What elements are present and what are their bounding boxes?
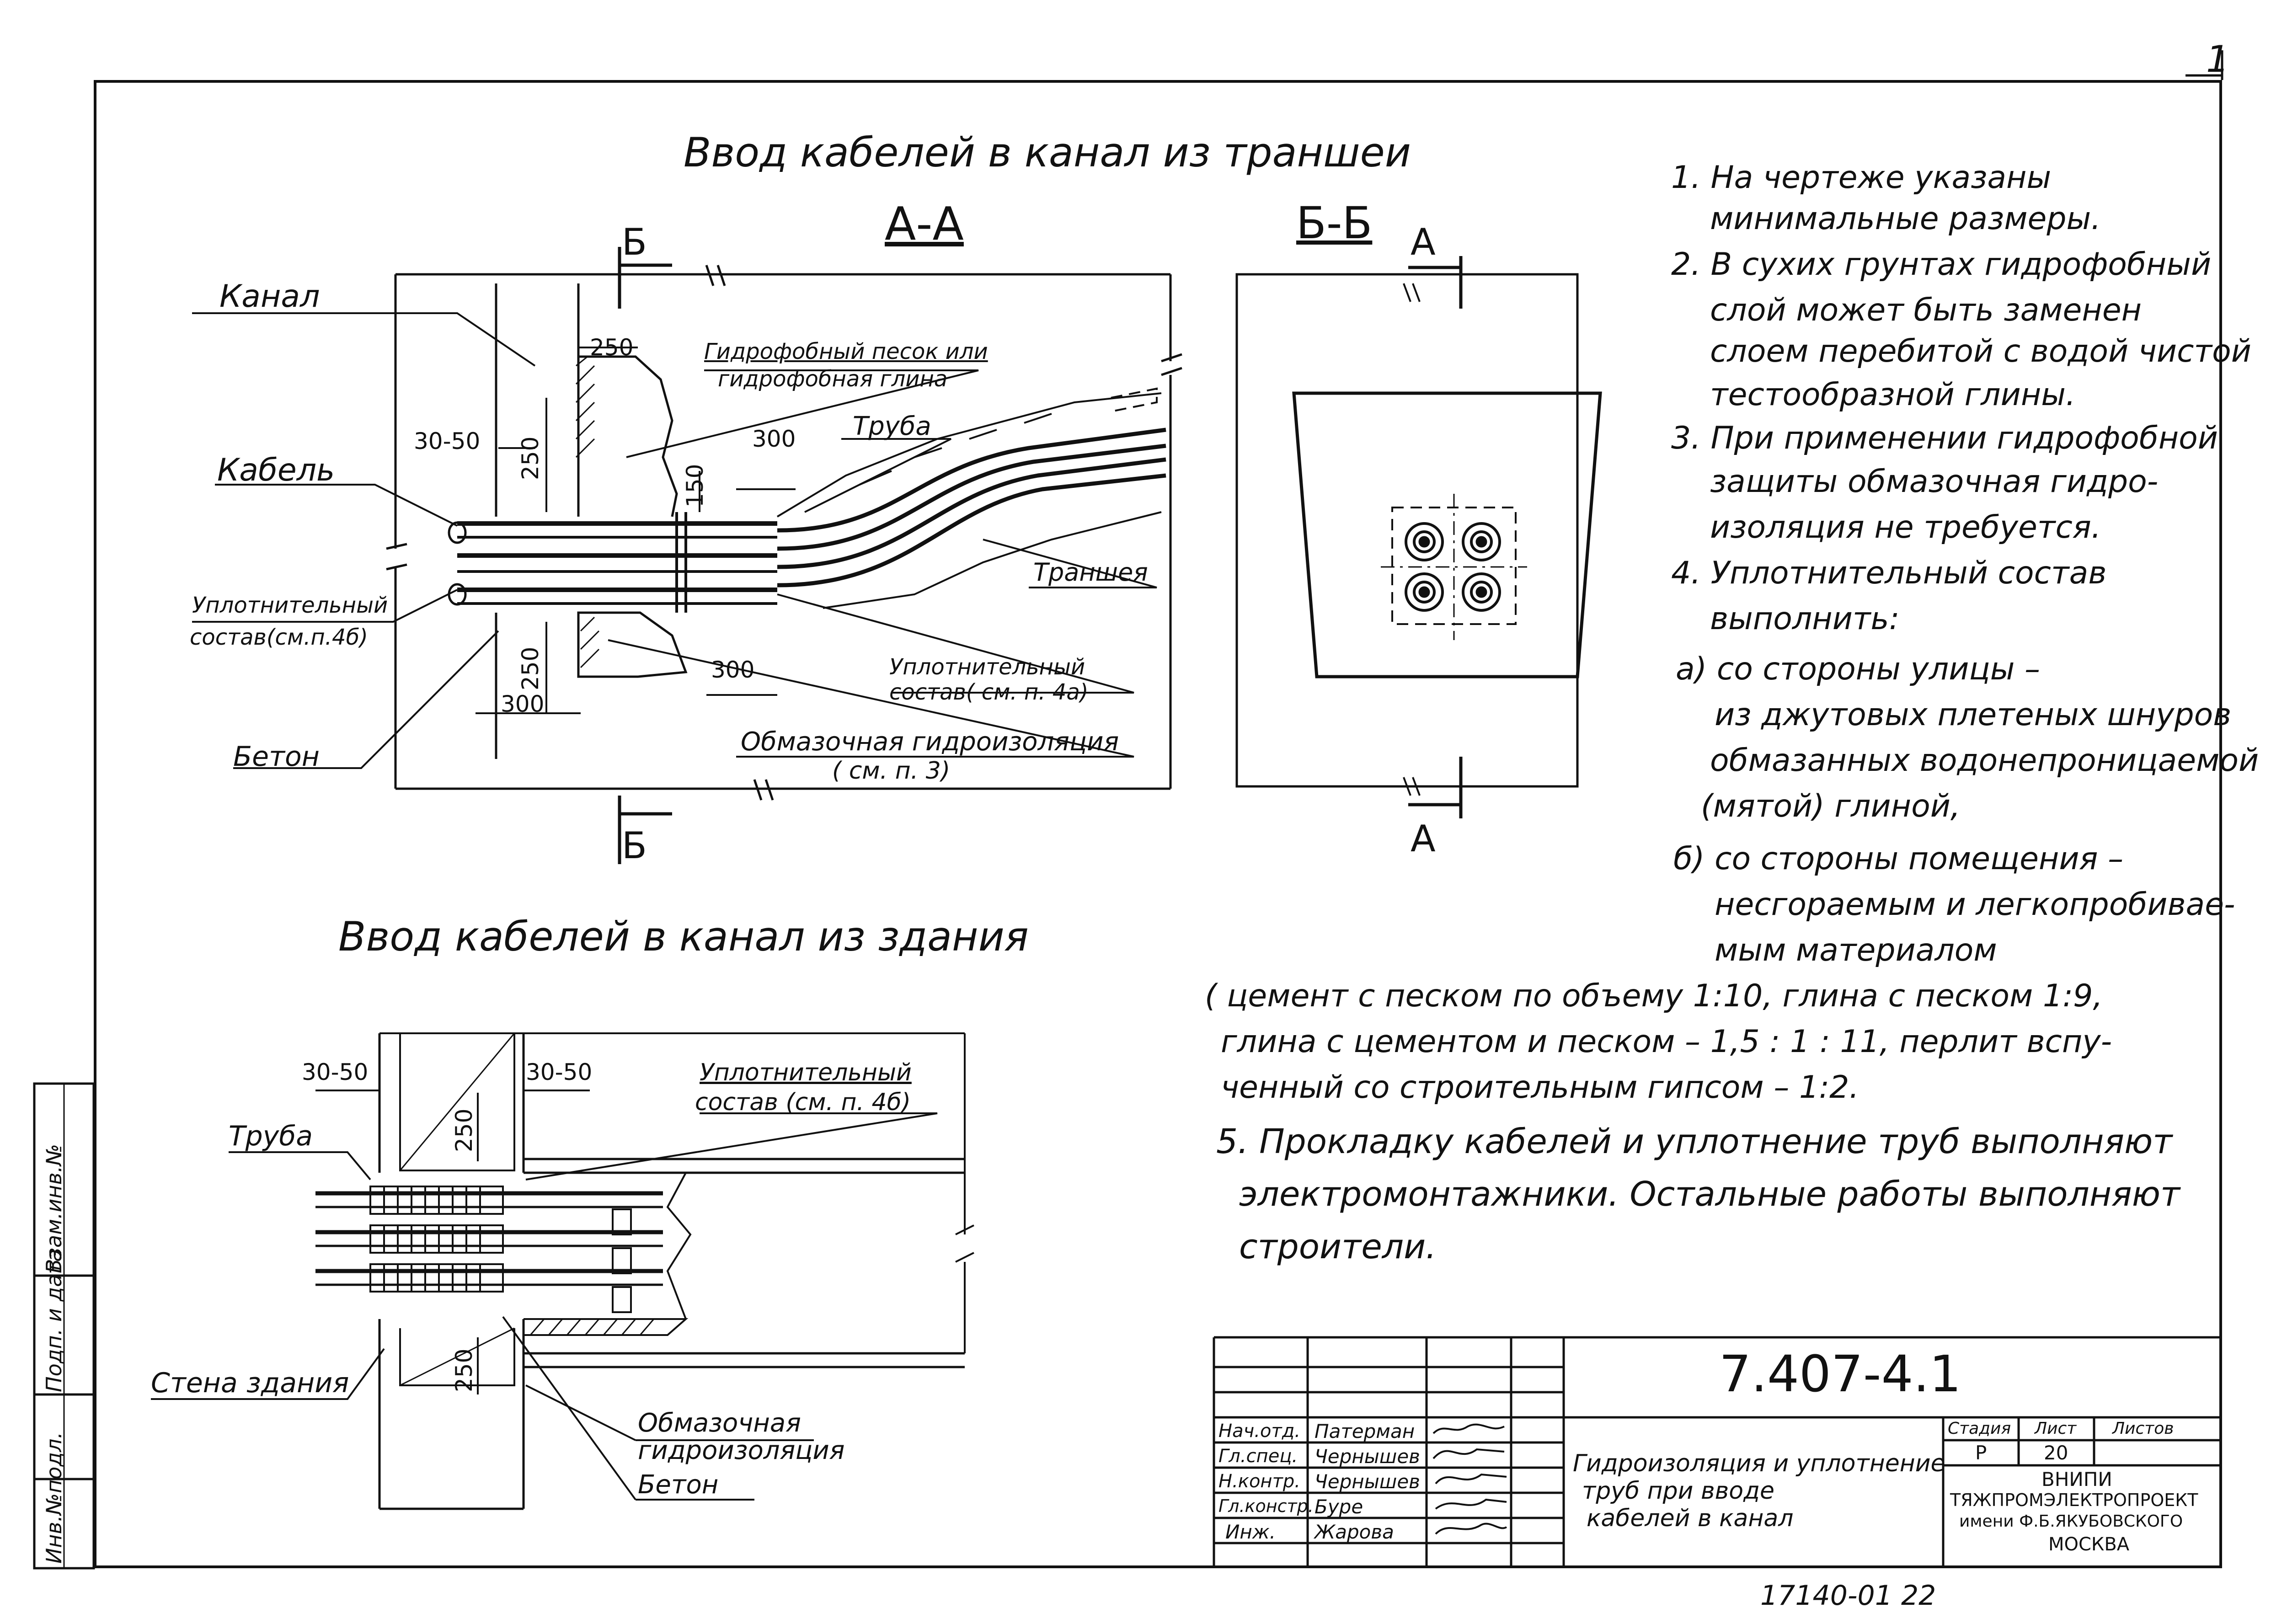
label-beton: Бетон (233, 741, 320, 773)
tb-org-2: ТЯЖПРОМЭЛЕКТРОПРОЕКТ (1950, 1490, 2198, 1510)
note-line-23: электромонтажники. Остальные работы выпо… (1239, 1175, 2180, 1214)
label-kabel: Кабель (217, 452, 335, 488)
tb-stage-value: Р (1975, 1442, 1987, 1464)
note-line-4: слой может быть заменен (1710, 292, 2142, 328)
bld-label-obmaz-2: гидроизоляция (638, 1436, 845, 1465)
dim-300-low: 300 (711, 657, 755, 683)
tb-stage-header: Стадия (1948, 1419, 2011, 1438)
tb-name-3: Чернышев (1315, 1470, 1420, 1493)
building-section-drawing (151, 1032, 974, 1510)
bottom-code: 17140-01 22 (1760, 1580, 1936, 1612)
dim-250-top: 250 (590, 334, 634, 361)
dim-150: 150 (682, 464, 708, 508)
title-block-lines (1213, 1336, 2222, 1568)
title-building: Ввод кабелей в канал из здания (338, 913, 1029, 960)
side-stamp-lines (33, 1082, 95, 1570)
label-transheya: Траншея (1033, 558, 1148, 587)
tb-org-3: имени Ф.Б.ЯКУБОВСКОГО (1959, 1512, 2183, 1531)
tb-sheets-header: Листов (2112, 1419, 2174, 1438)
label-uplotnitelny: Уплотнительный (192, 593, 388, 618)
note-line-17: несгораемым и легкопробивае- (1715, 887, 2235, 923)
label-upl-a-2: состав( см. п. 4а) (889, 679, 1089, 705)
label-obmaz-2: ( см. п. 3) (832, 757, 951, 785)
tb-name-4: Буре (1315, 1496, 1363, 1518)
section-bb-label: Б-Б (1296, 198, 1373, 249)
note-line-19: ( цемент с песком по объему 1:10, глина … (1205, 978, 2103, 1014)
title-trench: Ввод кабелей в канал из траншеи (684, 129, 1411, 176)
tb-role-1: Нач.отд. (1218, 1421, 1301, 1442)
page-number: 1 (2206, 38, 2229, 80)
note-line-9: изоляция не требуется. (1710, 509, 2101, 545)
label-uplotnitelny-ref: состав(см.п.4б) (190, 625, 368, 650)
bld-label-obmaz-1: Обмазочная (638, 1408, 801, 1438)
note-line-21: ченный со строительным гипсом – 1:2. (1221, 1069, 1859, 1106)
tb-name-1: Патерман (1315, 1420, 1415, 1442)
note-line-5: слоем перебитой с водой чистой (1710, 333, 2251, 369)
side-stamp-vzam: Взам.инв.№ (42, 1143, 66, 1273)
doc-number: 7.407-4.1 (1719, 1345, 1961, 1403)
cut-marker-a-bottom: А (1411, 817, 1436, 860)
note-line-16: б) со стороны помещения – (1673, 841, 2124, 877)
note-line-6: тестообразной глины. (1710, 377, 2076, 413)
label-truba: Труба (853, 411, 931, 441)
cut-marker-b-bottom: Б (622, 824, 647, 867)
label-upl-a-1: Уплотнительный (889, 654, 1085, 680)
note-line-15: (мятой) глиной, (1701, 788, 1961, 824)
label-kanal: Канал (219, 278, 320, 315)
label-gidrofob-2: гидрофобная глина (718, 366, 948, 392)
section-aa-drawing (192, 247, 1182, 864)
label-obmaz-1: Обмазочная гидроизоляция (741, 727, 1119, 757)
note-line-11: выполнить: (1710, 601, 1900, 637)
dim-300-left: 300 (501, 691, 545, 717)
side-stamp-inv: Инв.№подл. (42, 1432, 66, 1564)
note-line-12: а) со стороны улицы – (1676, 651, 2041, 687)
sheet-frame (94, 80, 2222, 1568)
cut-marker-a-top: А (1411, 221, 1436, 263)
section-aa-label: А-А (885, 197, 964, 251)
tb-desc-3: кабелей в канал (1587, 1505, 1794, 1532)
tb-name-5: Жарова (1315, 1521, 1394, 1543)
tb-sheet-header: Лист (2035, 1419, 2077, 1438)
note-line-22: 5. Прокладку кабелей и уплотнение труб в… (1216, 1122, 2173, 1161)
note-line-2: минимальные размеры. (1710, 201, 2101, 237)
tb-org-4: МОСКВА (2048, 1534, 2130, 1555)
section-bb-drawing (1235, 256, 1602, 818)
bld-dim-30-50-right: 30-50 (526, 1059, 593, 1085)
note-line-20: глина с цементом и песком – 1,5 : 1 : 11… (1221, 1024, 2112, 1060)
bld-label-truba: Труба (229, 1120, 313, 1152)
bld-dim-30-50-left: 30-50 (302, 1059, 369, 1085)
note-line-14: обмазанных водонепроницаемой (1710, 743, 2259, 779)
cut-marker-b-top: Б (622, 221, 647, 263)
tb-desc-1: Гидроизоляция и уплотнение (1573, 1450, 1945, 1477)
note-line-7: 3. При применении гидрофобной (1671, 420, 2218, 456)
dim-250-low: 250 (517, 646, 544, 690)
dim-300-top: 300 (752, 426, 796, 452)
note-line-24: строители. (1239, 1227, 1437, 1266)
note-line-8: защиты обмазочная гидро- (1710, 464, 2159, 500)
bld-label-upl-1: Уплотнительный (700, 1059, 912, 1086)
dim-250-left: 250 (517, 436, 544, 480)
label-gidrofob-1: Гидрофобный песок или (704, 339, 988, 364)
tb-role-4: Гл.констр. (1218, 1496, 1314, 1516)
tb-sheet-value: 20 (2044, 1442, 2068, 1464)
dim-30-50: 30-50 (414, 428, 481, 454)
tb-org-1: ВНИПИ (2041, 1468, 2112, 1490)
tb-name-2: Чернышев (1315, 1445, 1420, 1468)
tb-role-5: Инж. (1225, 1521, 1276, 1543)
tb-role-2: Гл.спец. (1218, 1446, 1298, 1467)
bld-label-beton: Бетон (638, 1470, 719, 1500)
tb-role-3: Н.контр. (1218, 1471, 1300, 1492)
bld-dim-250-bottom: 250 (451, 1348, 477, 1392)
bld-label-stena: Стена здания (151, 1367, 349, 1399)
bld-label-upl-2: состав (см. п. 4б) (695, 1089, 911, 1116)
note-line-10: 4. Уплотнительный состав (1671, 555, 2107, 591)
bld-dim-250-top: 250 (451, 1108, 477, 1152)
note-line-18: мым материалом (1715, 932, 1997, 968)
note-line-1: 1. На чертеже указаны (1671, 160, 2052, 196)
note-line-13: из джутовых плетеных шнуров (1715, 697, 2232, 733)
note-line-3: 2. В сухих грунтах гидрофобный (1671, 246, 2212, 283)
tb-desc-2: труб при вводе (1582, 1477, 1775, 1505)
